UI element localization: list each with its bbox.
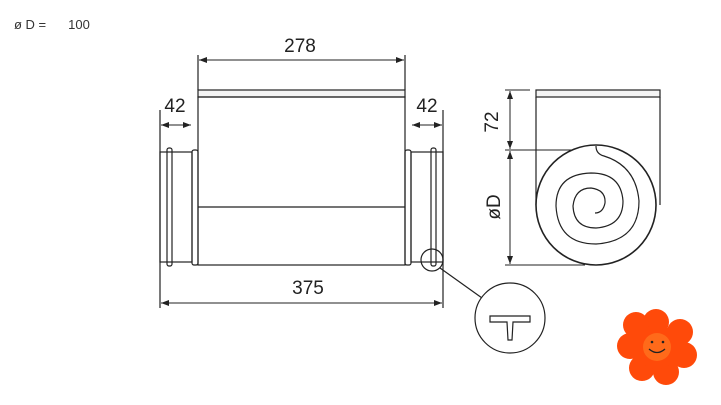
smiley-flower-logo bbox=[617, 309, 697, 385]
diameter-label: ø D = bbox=[14, 17, 47, 32]
dim-total-length: 375 bbox=[292, 278, 324, 299]
dim-body-length: 278 bbox=[284, 36, 316, 57]
dim-left-spigot: 42 bbox=[164, 96, 185, 117]
dimension-lines bbox=[161, 57, 585, 306]
heating-coil-icon bbox=[555, 145, 640, 245]
dim-right-spigot: 42 bbox=[416, 96, 437, 117]
dim-box-height: 72 bbox=[482, 111, 503, 132]
diameter-spec: ø D = 100 bbox=[14, 17, 90, 32]
diameter-value: 100 bbox=[68, 17, 90, 32]
detail-callout bbox=[420, 248, 546, 354]
side-view bbox=[159, 55, 444, 308]
dim-diameter: øD bbox=[484, 194, 505, 219]
front-view bbox=[535, 89, 661, 266]
